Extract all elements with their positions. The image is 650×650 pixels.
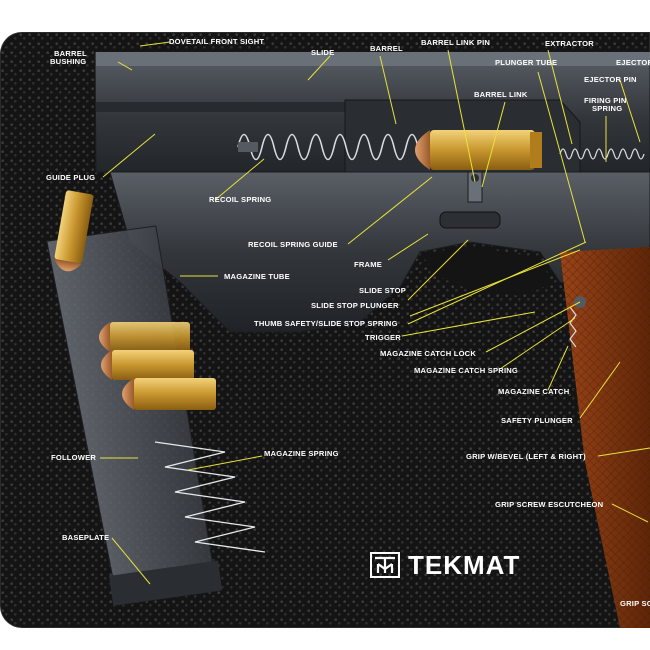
label-follower: FOLLOWER	[51, 453, 97, 462]
label-guide-plug: GUIDE PLUG	[46, 173, 96, 182]
label-slide: SLIDE	[311, 48, 335, 57]
brand-name: TEKMAT	[408, 550, 521, 580]
label-magazine-catch: MAGAZINE CATCH	[498, 387, 570, 396]
label-barrel-bushing-line1: BARREL	[54, 49, 87, 58]
label-frame: FRAME	[354, 260, 382, 269]
label-firing-pin-spring-line1: FIRING PIN	[584, 96, 627, 105]
label-baseplate: BASEPLATE	[62, 533, 110, 542]
label-slide-stop-plunger: SLIDE STOP PLUNGER	[311, 301, 399, 310]
label-safety-plunger: SAFETY PLUNGER	[501, 416, 573, 425]
label-barrel: BARREL	[370, 44, 403, 53]
label-ejector-pin: EJECTOR PIN	[584, 75, 637, 84]
label-magazine-catch-lock: MAGAZINE CATCH LOCK	[380, 349, 477, 358]
label-recoil-spring: RECOIL SPRING	[209, 195, 272, 204]
label-barrel-link-pin: BARREL LINK PIN	[421, 38, 491, 47]
label-extractor: EXTRACTOR	[545, 39, 594, 48]
label-plunger-tube: PLUNGER TUBE	[495, 58, 558, 67]
label-trigger: TRIGGER	[365, 333, 401, 342]
label-magazine-tube: MAGAZINE TUBE	[224, 272, 290, 281]
label-grip-screw-escutcheon: GRIP SCREW ESCUTCHEON	[495, 500, 604, 509]
label-barrel-link: BARREL LINK	[474, 90, 528, 99]
label-barrel-bushing-line2: BUSHING	[50, 57, 87, 66]
label-magazine-catch-spring: MAGAZINE CATCH SPRING	[414, 366, 519, 375]
brand-logo-lockup: TEKMAT	[370, 552, 520, 578]
gun-mat: DOVETAIL FRONT SIGHT BARREL BUSHING SLID…	[0, 32, 650, 628]
label-magazine-spring: MAGAZINE SPRING	[264, 449, 339, 458]
label-slide-stop: SLIDE STOP	[359, 286, 407, 295]
label-recoil-spring-guide: RECOIL SPRING GUIDE	[248, 240, 338, 249]
label-grip-bevel: GRIP W/BEVEL (LEFT & RIGHT)	[466, 452, 586, 461]
label-ejector: EJECTOR	[616, 58, 650, 67]
label-firing-pin-spring-line2: SPRING	[592, 104, 623, 113]
pistol-cutaway-illustration	[46, 41, 650, 628]
tekmat-logo-icon	[370, 552, 400, 578]
label-dovetail-front-sight: DOVETAIL FRONT SIGHT	[169, 37, 265, 46]
label-thumb-safety: THUMB SAFETY/SLIDE STOP SPRING	[254, 319, 398, 328]
label-grip-screw: GRIP SC	[620, 599, 650, 608]
